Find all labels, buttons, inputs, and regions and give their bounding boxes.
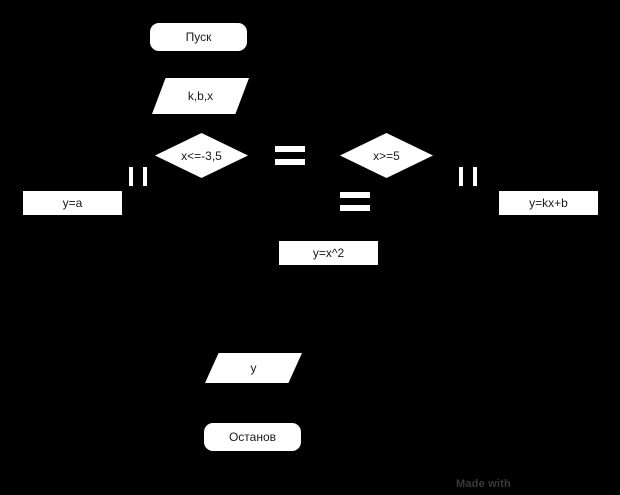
node-decision-x-ge-5[interactable]: x>=5 xyxy=(340,133,433,178)
node-start[interactable]: Пуск xyxy=(150,23,247,51)
node-process-y-equals-kx-plus-b[interactable]: y=kx+b xyxy=(499,191,598,215)
node-process3-label: y=x^2 xyxy=(312,246,345,260)
watermark-text: Made with xyxy=(456,478,511,490)
connector-decision2-true xyxy=(386,178,388,209)
edge-label-mark-decision1-left-b xyxy=(143,167,147,186)
node-process-y-equals-a[interactable]: y=a xyxy=(23,191,122,215)
edge-label-mark-decision2-down-a xyxy=(340,192,370,198)
edge-label-mark-decision2-right-b xyxy=(473,167,477,186)
node-decision-x-le-minus35[interactable]: x<=-3,5 xyxy=(155,133,248,178)
node-stop-label: Останов xyxy=(228,430,277,444)
node-process1-label: y=a xyxy=(62,196,83,210)
edge-label-mark-decision2-right-a xyxy=(459,167,463,186)
edge-label-mark-decision1-right-b xyxy=(275,159,305,165)
node-decision2-label: x>=5 xyxy=(373,148,400,163)
node-input-label: k,b,x xyxy=(187,89,214,103)
connector-proc3-to-output xyxy=(327,265,329,361)
node-process2-label: y=kx+b xyxy=(529,196,568,210)
node-input[interactable]: k,b,x xyxy=(152,78,249,114)
node-output-label: y xyxy=(250,361,257,375)
edge-label-mark-decision2-down-b xyxy=(340,205,370,211)
connector-decision1-true xyxy=(248,155,340,157)
node-decision1-label: x<=-3,5 xyxy=(181,148,222,163)
edge-label-mark-decision1-right-a xyxy=(275,146,305,152)
node-start-label: Пуск xyxy=(185,30,212,44)
node-stop[interactable]: Останов xyxy=(204,423,301,451)
connector-output-to-stop xyxy=(252,383,254,423)
node-output[interactable]: y xyxy=(205,353,302,383)
connector-input-to-decision1 xyxy=(197,114,199,133)
edge-label-mark-decision1-left-a xyxy=(129,167,133,186)
connector-start-to-input xyxy=(197,51,199,74)
node-process-y-equals-x-squared[interactable]: y=x^2 xyxy=(279,241,378,265)
connector-decision2-false xyxy=(433,155,465,157)
